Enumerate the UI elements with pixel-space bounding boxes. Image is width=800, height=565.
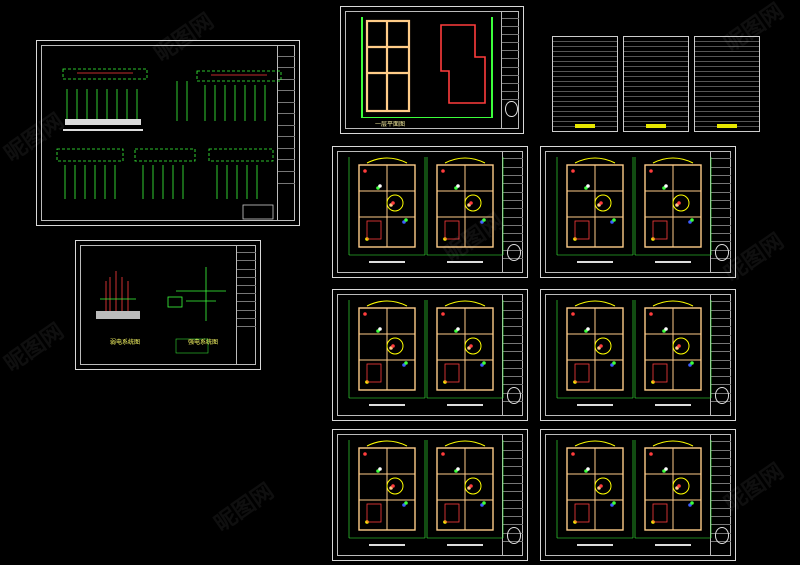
riser-diagram-drawing [96,267,226,354]
title-block [501,294,523,416]
riser-caption-left: 弱电系统图 [110,339,141,346]
floor-plan-drawing [556,300,712,406]
schedule-sheet-3[interactable] [694,36,760,132]
watermark: 昵图网 [0,318,69,378]
floor-plan-drawing [348,300,504,406]
sheet-border [545,151,731,273]
system-diagram-drawing [56,68,282,220]
floor-plan-sheet-5[interactable] [332,429,528,561]
sheet-border [337,294,523,416]
sheet-border [337,151,523,273]
title-block [709,294,731,416]
floor-plan-drawing [348,440,504,546]
sheet-border [345,11,519,129]
title-block [500,11,519,129]
schedule-sheet-2[interactable] [623,36,689,132]
floor-plan-sheet-2[interactable] [540,146,736,278]
title-block [235,245,256,365]
system-diagram-sheet[interactable] [36,40,300,226]
floor-plan-drawing [556,157,712,263]
schedule-sheet-1[interactable] [552,36,618,132]
riser-caption-right: 强电系统图 [188,339,219,346]
floor-plan-sheet-4[interactable] [540,289,736,421]
floor-plan-top-caption: 一层平面图 [375,121,406,128]
title-block [709,434,731,556]
riser-diagram-sheet[interactable]: 弱电系统图 强电系统图 [75,240,261,370]
sheet-border [41,45,295,221]
sheet-border [545,294,731,416]
title-block [276,45,295,221]
sheet-border [80,245,256,365]
floor-plan-sheet-3[interactable] [332,289,528,421]
floor-plan-drawing [556,440,712,546]
floor-plan-drawing [348,157,504,263]
floor-plan-sheet-1[interactable] [332,146,528,278]
sheet-border [337,434,523,556]
title-block [501,151,523,273]
title-block [709,151,731,273]
floor-plan-sheet-6[interactable] [540,429,736,561]
watermark: 昵图网 [210,478,279,538]
floor-plan-top-sheet[interactable]: 一层平面图 [340,6,524,134]
sheet-border [545,434,731,556]
title-block [501,434,523,556]
floor-plan-top-drawing [361,17,493,118]
